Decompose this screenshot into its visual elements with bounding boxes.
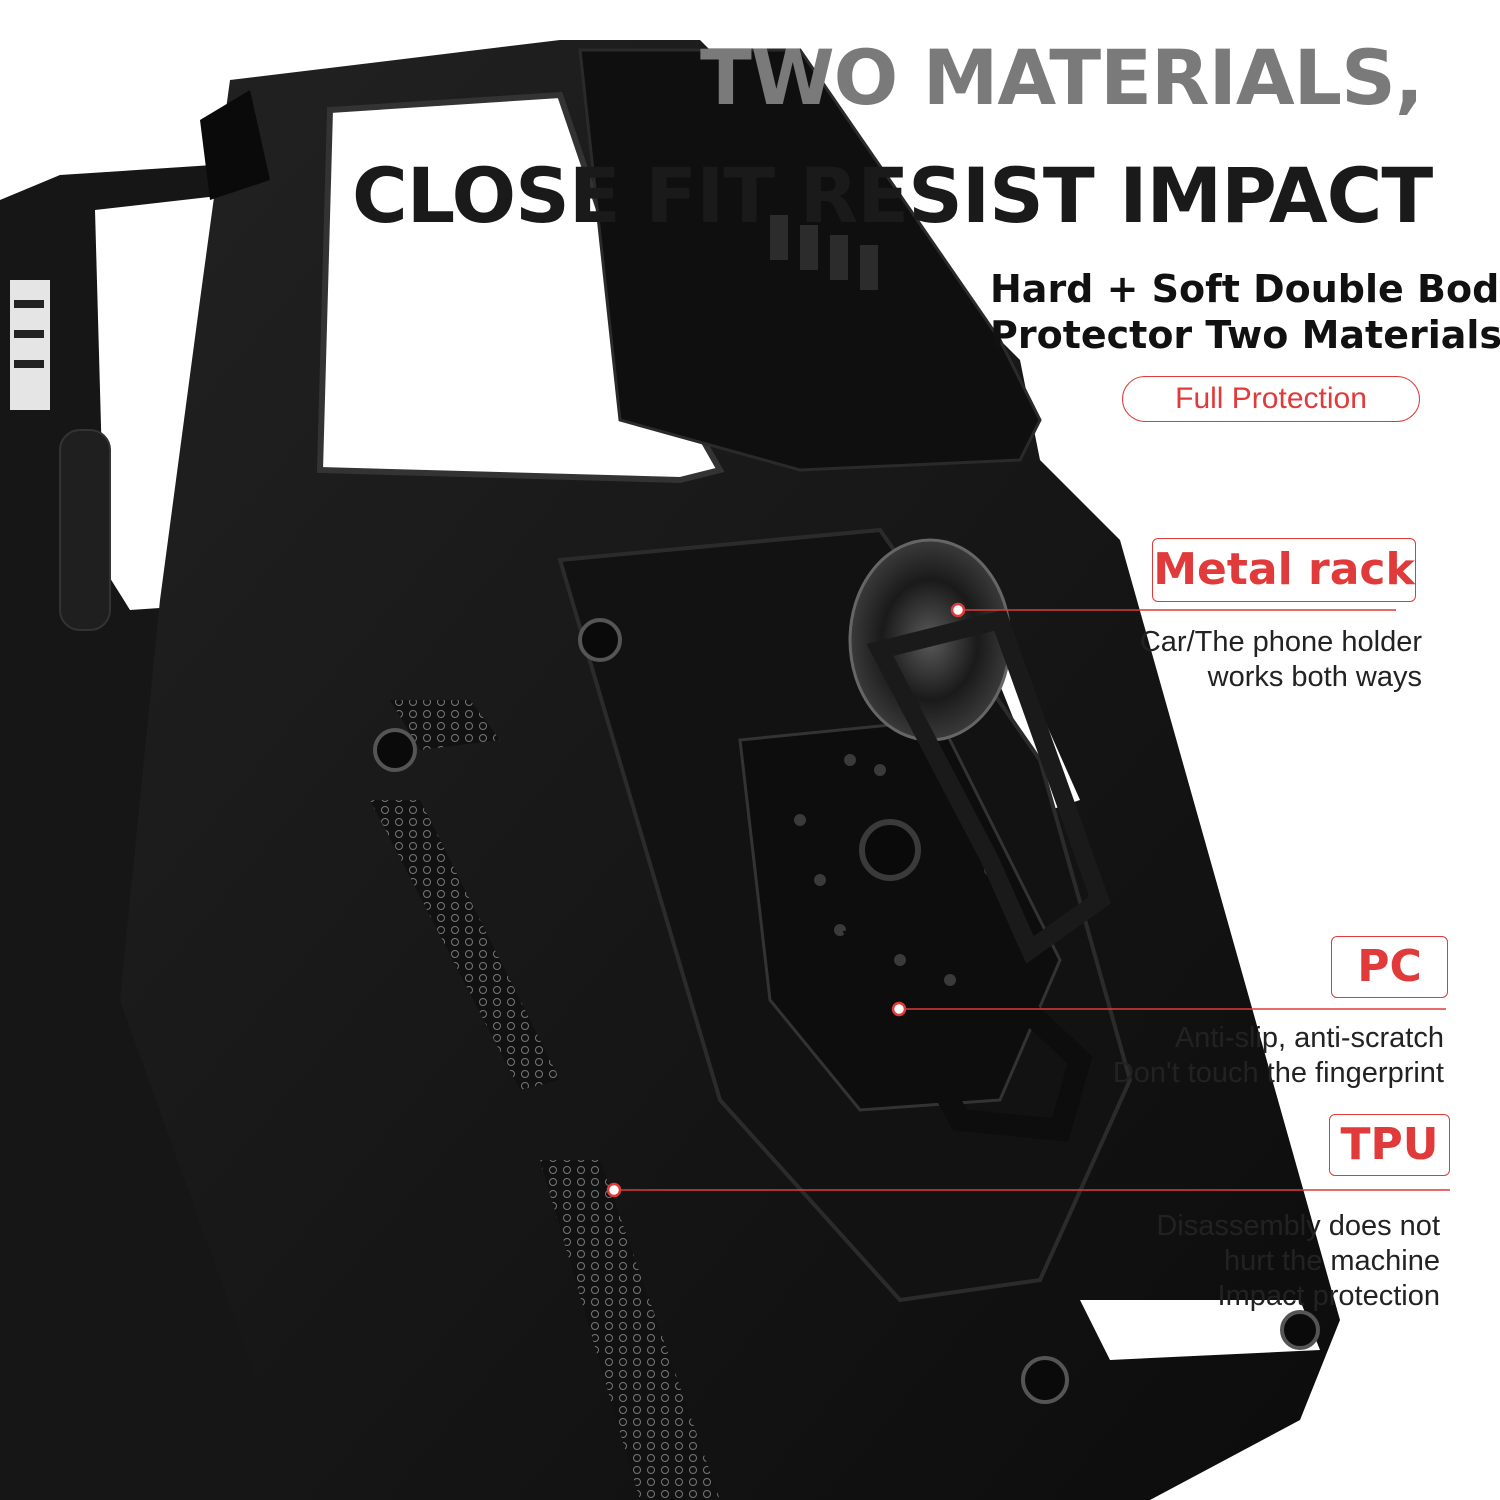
metal-rack-dot xyxy=(950,602,966,618)
subheadline-line-1: Hard + Soft Double Body xyxy=(990,267,1500,311)
tpu-description: Disassembly does not hurt the machine Im… xyxy=(1156,1209,1440,1314)
pc-dot xyxy=(891,1001,907,1017)
pc-desc-line: Don't touch the fingerprint xyxy=(1112,1057,1444,1089)
full-protection-badge: Full Protection xyxy=(1122,376,1420,422)
tpu-desc-line: hurt the machine xyxy=(1223,1245,1440,1277)
pc-label: PC xyxy=(1331,936,1448,998)
tpu-desc-line: Impact protection xyxy=(1217,1280,1440,1312)
tpu-dot xyxy=(606,1182,622,1198)
tpu-desc-line: Disassembly does not xyxy=(1156,1210,1440,1242)
headline-line-1: TWO MATERIALS, xyxy=(700,33,1424,122)
metal-rack-description: Car/The phone holder works both ways xyxy=(1140,625,1422,695)
callout-lines xyxy=(606,602,1450,1198)
metal-rack-label: Metal rack xyxy=(1152,538,1416,602)
pc-desc-line: Anti-slip, anti-scratch xyxy=(1174,1022,1444,1054)
headline-line-2: CLOSE FIT RESIST IMPACT xyxy=(352,151,1433,240)
metal-rack-desc-line: Car/The phone holder xyxy=(1139,626,1422,658)
subheadline-line-2: Protector Two Materials xyxy=(990,313,1500,357)
ring-holder xyxy=(842,538,1111,1142)
tpu-label: TPU xyxy=(1329,1114,1450,1176)
metal-rack-desc-line: works both ways xyxy=(1207,661,1422,693)
pc-description: Anti-slip, anti-scratch Don't touch the … xyxy=(1113,1021,1444,1091)
